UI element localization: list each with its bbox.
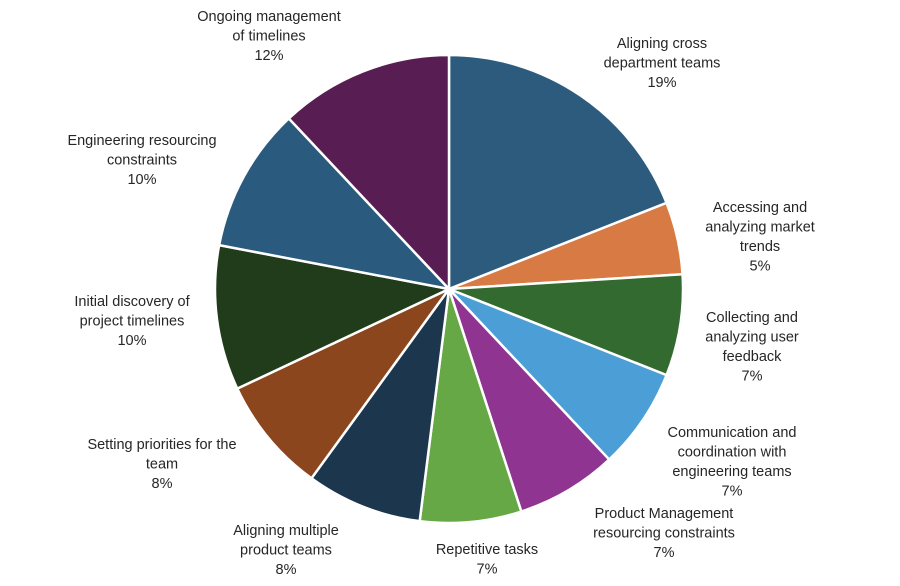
- slice-name-label: of timelines: [232, 28, 305, 44]
- pie-labels: Aligning cross department teams 19% Accessi…: [67, 9, 814, 578]
- slice-name-label: Aligning cross: [617, 36, 707, 52]
- slice-name-label: engineering teams: [672, 464, 791, 480]
- pie-slice: [213, 243, 454, 391]
- pie-slice: [447, 288, 611, 514]
- slice-percent-label: 5%: [750, 258, 771, 274]
- slice-percent-label: 12%: [254, 48, 283, 64]
- slice-name-label: Engineering resourcing: [67, 133, 216, 149]
- pie-slice: [217, 116, 453, 291]
- pie-slice: [287, 53, 451, 293]
- slice-label: Aligning multiple product teams 8%: [233, 523, 339, 578]
- pie-slice: [418, 288, 523, 525]
- slice-name-label: Aligning multiple: [233, 523, 339, 539]
- slice-name-label: coordination with: [678, 444, 787, 460]
- slice-name-label: department teams: [604, 55, 721, 71]
- slice-percent-label: 19%: [647, 75, 676, 91]
- slice-percent-label: 7%: [654, 545, 675, 561]
- slice-name-label: Accessing and: [713, 200, 807, 216]
- pie-slice: [309, 288, 451, 523]
- slice-label: Setting priorities for the team 8%: [87, 437, 236, 492]
- slice-name-label: constraints: [107, 152, 177, 168]
- pie-slice: [447, 53, 669, 291]
- slice-name-label: Ongoing management: [197, 9, 341, 25]
- slice-label: Product Management resourcing constraints…: [593, 506, 735, 561]
- slice-name-label: project timelines: [80, 313, 185, 329]
- slice-percent-label: 8%: [276, 562, 297, 578]
- slice-percent-label: 7%: [742, 368, 763, 384]
- slice-label: Repetitive tasks 7%: [436, 542, 538, 578]
- slice-percent-label: 10%: [117, 333, 146, 349]
- slice-name-label: Product Management: [595, 506, 734, 522]
- slice-label: Communication and coordination with engine…: [668, 425, 797, 500]
- slice-name-label: Collecting and: [706, 310, 798, 326]
- pie-slice: [235, 287, 451, 481]
- slice-percent-label: 7%: [722, 483, 743, 499]
- slice-name-label: Repetitive tasks: [436, 542, 538, 558]
- slice-label: Accessing and analyzing market trends 5%: [705, 200, 815, 275]
- slice-name-label: trends: [740, 239, 780, 255]
- slice-percent-label: 10%: [127, 172, 156, 188]
- slice-name-label: Setting priorities for the: [87, 437, 236, 453]
- slice-label: Collecting and analyzing user feedback 7%: [705, 310, 799, 385]
- slice-name-label: team: [146, 456, 178, 472]
- slice-percent-label: 8%: [152, 476, 173, 492]
- slice-label: Engineering resourcing constraints 10%: [67, 133, 216, 188]
- slice-label: Aligning cross department teams 19%: [604, 36, 721, 91]
- slice-label: Ongoing management of timelines 12%: [197, 9, 341, 64]
- slice-name-label: Communication and: [668, 425, 797, 441]
- slice-name-label: resourcing constraints: [593, 525, 735, 541]
- pie-slices: [213, 53, 685, 525]
- slice-name-label: analyzing market: [705, 219, 815, 235]
- pie-slice: [448, 272, 685, 377]
- slice-label: Initial discovery of project timelines 10%: [74, 294, 190, 349]
- pie-slice: [448, 287, 669, 462]
- slice-percent-label: 7%: [477, 561, 498, 577]
- slice-name-label: analyzing user: [705, 329, 799, 345]
- slice-name-label: feedback: [723, 349, 783, 365]
- slice-name-label: product teams: [240, 542, 332, 558]
- slice-name-label: Initial discovery of: [74, 294, 190, 310]
